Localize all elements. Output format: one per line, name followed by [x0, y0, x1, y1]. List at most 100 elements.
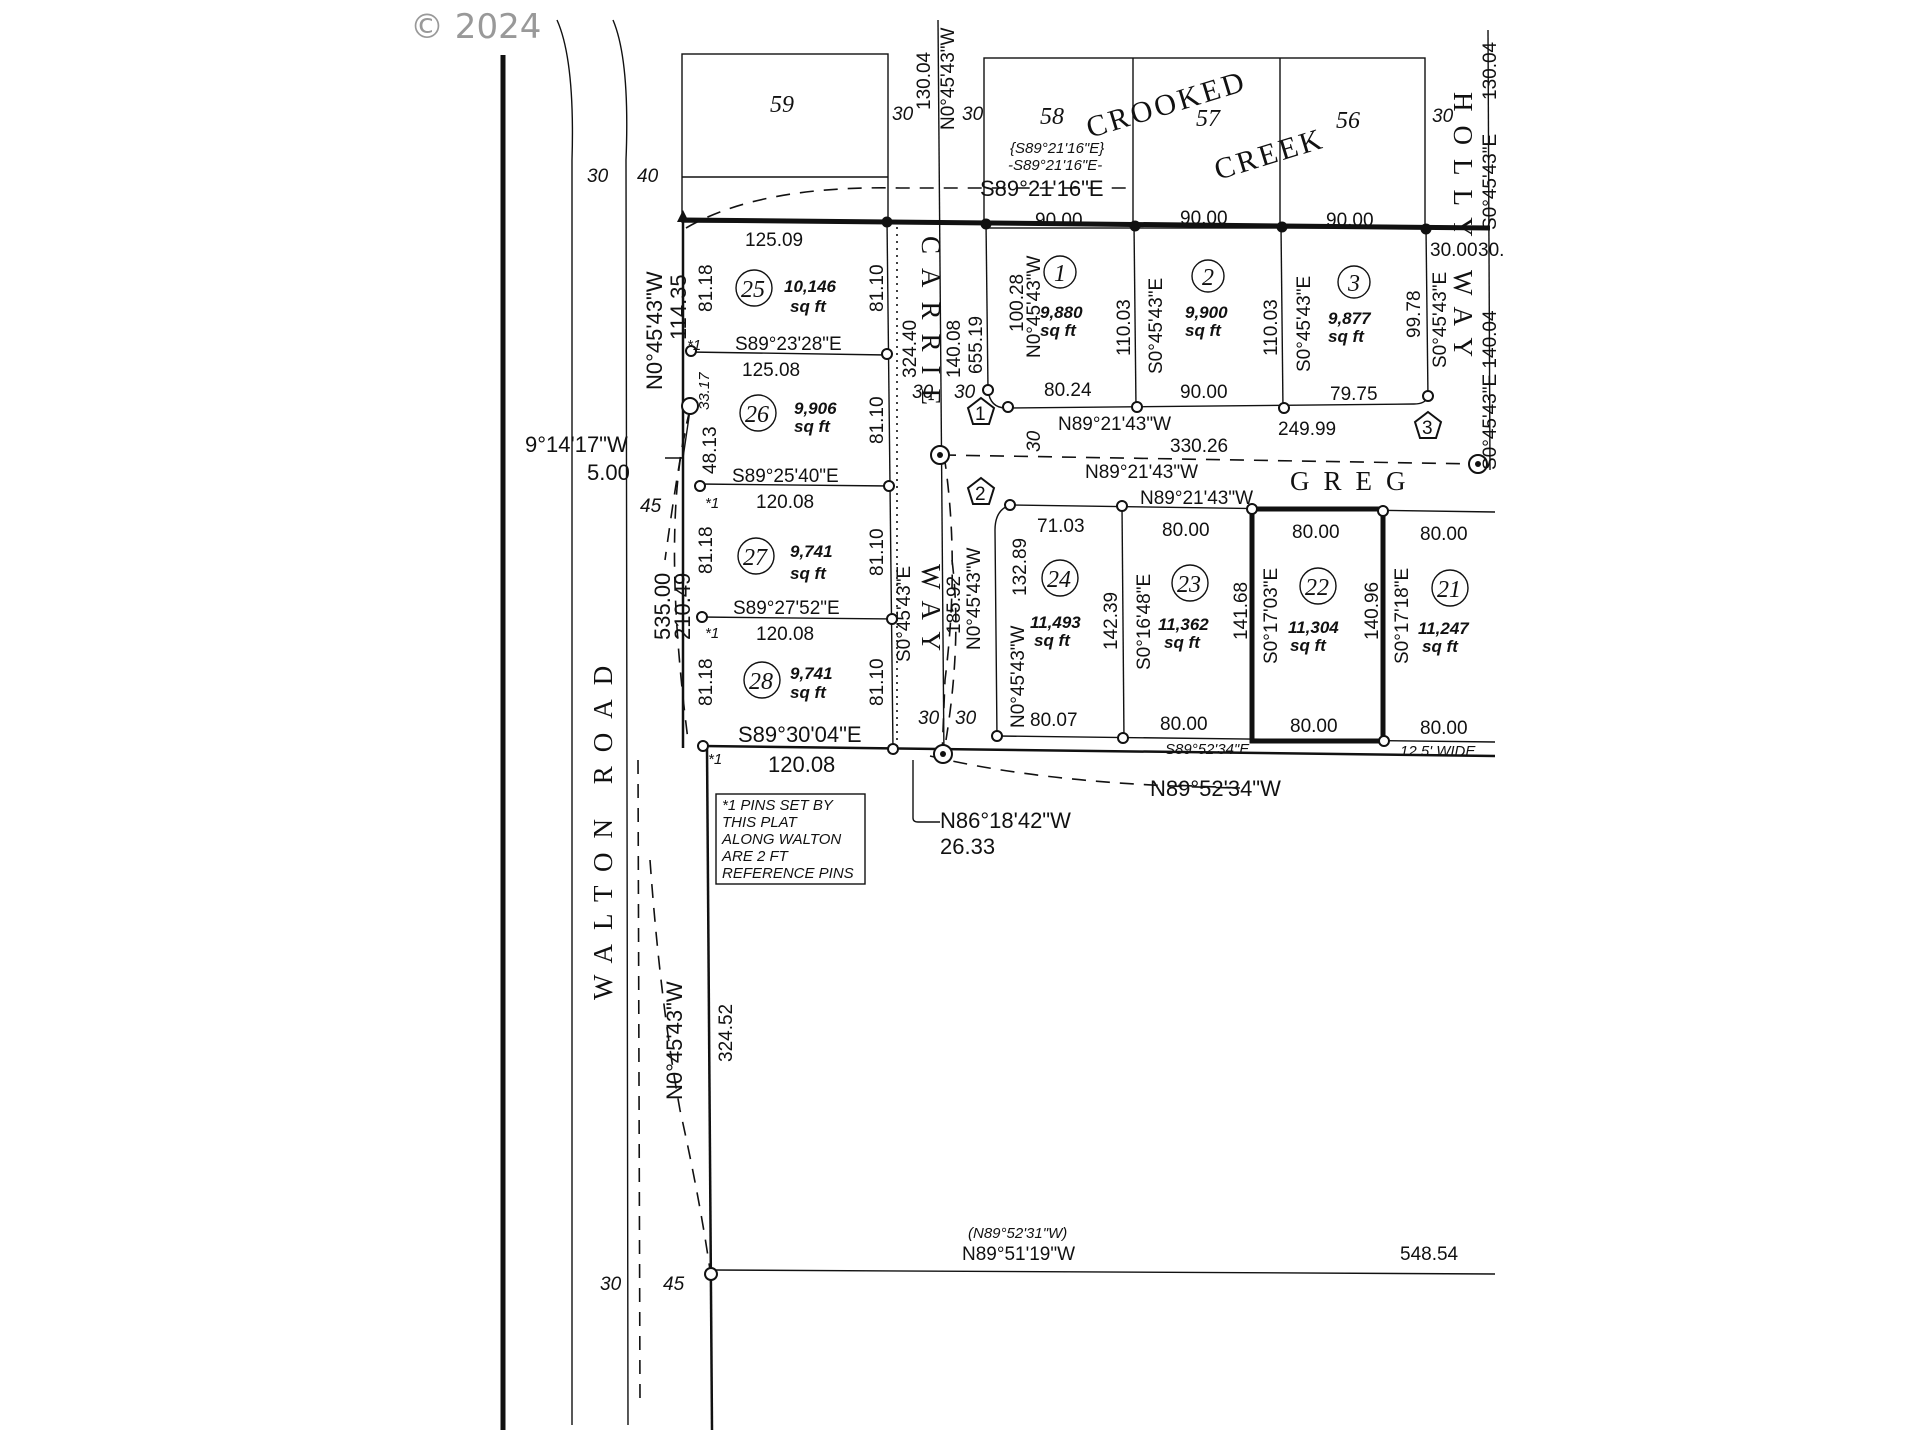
- walton-centerline-curve: [556, 19, 574, 1425]
- pin-711-1274: [704, 1267, 718, 1281]
- lot-2-area: 9,900: [1185, 303, 1228, 322]
- bearing-s892328e: S89°23'28"E: [735, 334, 842, 355]
- dim-9000-lot2: 90.00: [1180, 208, 1228, 229]
- pin-893-749: [887, 743, 899, 755]
- lot-26-label: 26: [745, 402, 769, 428]
- curve-marker-3: [1413, 410, 1443, 439]
- bearing-s01703e: S0°17'03"E: [1261, 568, 1282, 664]
- lot-59-boundary: [681, 53, 889, 223]
- dim-32452: 324.52: [716, 1004, 737, 1062]
- bearing-s01648e: S0°16'48"E: [1134, 574, 1155, 670]
- bearing-n895119w: N89°51'19"W: [962, 1244, 1075, 1265]
- south-tie-dashed: [929, 755, 1241, 789]
- holly-label: HOLLY: [1448, 92, 1478, 251]
- dashed-arc-north: [685, 187, 1135, 229]
- bearing-s01718e: S0°17'18"E: [1392, 568, 1413, 664]
- lot-23-area: 11,362: [1158, 615, 1209, 634]
- crooked-label: CROOKED: [1082, 65, 1250, 145]
- lot-3-label: 3: [1347, 271, 1360, 297]
- star1-a: *1: [687, 337, 701, 354]
- holly-way-label: WAY: [1448, 270, 1478, 371]
- lot-23-circle: [1171, 564, 1209, 602]
- walton-east-row-lower: [705, 747, 714, 1431]
- dim-9000-south: 90.00: [1180, 382, 1228, 403]
- star1-c: *1: [705, 625, 719, 642]
- lot-28-unit: sq ft: [790, 683, 827, 702]
- lot-25-circle: [735, 269, 773, 307]
- dim-12508: 125.08: [742, 360, 800, 381]
- note-line-2: THIS PLAT: [722, 814, 799, 831]
- dim-65519: 655.19: [966, 316, 987, 374]
- dim-13004-carrie: 130.04: [914, 51, 935, 110]
- dim-8024: 80.24: [1044, 380, 1092, 401]
- lot-57-label: 57: [1196, 106, 1221, 132]
- curve-marker-2: [966, 476, 996, 505]
- pin-700-486: [694, 480, 706, 492]
- lot-28-area: 9,741: [790, 664, 833, 683]
- dim-30-greg: 30: [1024, 430, 1045, 452]
- pin-1010-505: [1004, 499, 1016, 511]
- n861842w-leader: [912, 760, 940, 823]
- dim-33026: 330.26: [1170, 436, 1228, 457]
- south-block-line: [702, 744, 1496, 758]
- walton-dashed-arc-inner: [664, 409, 691, 561]
- dim-30-carrie-w3: 30: [918, 708, 940, 729]
- dim-30-holly: 30: [1432, 106, 1454, 127]
- lot-22-area: 11,304: [1288, 618, 1339, 637]
- dim-9000-lot1: 90.00: [1035, 210, 1083, 231]
- pin-892-619: [886, 613, 898, 625]
- dim-30-walton-bottom: 30: [600, 1274, 622, 1295]
- lot-2-3-line: [1280, 225, 1284, 411]
- lot-21-circle: [1431, 569, 1469, 607]
- dim-8110-lot25: 81.10: [867, 264, 888, 312]
- lot-3-unit: sq ft: [1328, 327, 1365, 346]
- lot-21-label: 21: [1437, 577, 1461, 603]
- dim-8000-lot22-s: 80.00: [1290, 716, 1338, 737]
- lot-27-unit: sq ft: [790, 564, 827, 583]
- dim-3317: 33.17: [696, 372, 713, 410]
- pin-1252-509: [1246, 503, 1258, 515]
- lot-21-unit: sq ft: [1422, 637, 1459, 656]
- pin-1426-229: [1420, 223, 1432, 235]
- survey-pins: [677, 210, 1488, 1281]
- lot-2-label: 2: [1202, 265, 1214, 291]
- note-line-5: REFERENCE PINS: [722, 865, 854, 882]
- pin-702-617: [696, 611, 708, 623]
- lot-1-area: 9,880: [1040, 303, 1083, 322]
- dim-12008-b: 120.08: [756, 624, 814, 645]
- pin-997-736: [991, 730, 1003, 742]
- road-labels: CARRIE WAY HOLLY WAY GREG: [916, 92, 1478, 665]
- tie-bearing: 9°14'17"W: [525, 432, 628, 457]
- lot-24-23-line: [1121, 505, 1125, 741]
- dim-9000-lot3: 90.00: [1326, 210, 1374, 231]
- lot-24-circle: [1041, 559, 1079, 597]
- carrie-dashed-arc: [941, 454, 954, 757]
- dim-32440: 324.40: [900, 320, 921, 378]
- dim-45-walton-bottom: 45: [663, 1274, 685, 1295]
- dim-24999: 249.99: [1278, 419, 1336, 440]
- curve-markers: 1 2 3: [966, 396, 1443, 505]
- bearing-s04543e-14004: S0°45'43"E 140.04: [1480, 310, 1501, 470]
- lot-3-east-line: [1425, 227, 1429, 399]
- dim-30-carrie-w2: 30: [912, 382, 934, 403]
- dim-14096: 140.96: [1362, 582, 1383, 640]
- lot-25-26-line: [688, 351, 888, 356]
- dim-7103: 71.03: [1037, 516, 1085, 537]
- curve-2-label: 2: [975, 484, 986, 505]
- lot-2-circle: [1191, 259, 1225, 293]
- dim-30-carrie-e2: 30: [954, 382, 976, 403]
- lot-labels: 1 9,880 sq ft 2 9,900 sq ft 3 9,877 sq f…: [735, 255, 1470, 702]
- bearing-n04543w-lot1: N0°45'43"W: [1024, 255, 1045, 358]
- note-line-1: *1 PINS SET BY: [722, 797, 834, 814]
- lot-22-highlight: [1249, 506, 1386, 744]
- curve-marker-1: [966, 396, 996, 425]
- lots-south-line: [996, 735, 1496, 743]
- greg-centerline: [941, 454, 1479, 465]
- pin-1008-407: [1002, 401, 1014, 413]
- star1-d: *1: [708, 751, 722, 768]
- note-box: [715, 793, 866, 885]
- dim-13004-holly: 130.04: [1480, 41, 1501, 100]
- pin-1137-407: [1131, 401, 1143, 413]
- lot-56-label: 56: [1336, 108, 1360, 134]
